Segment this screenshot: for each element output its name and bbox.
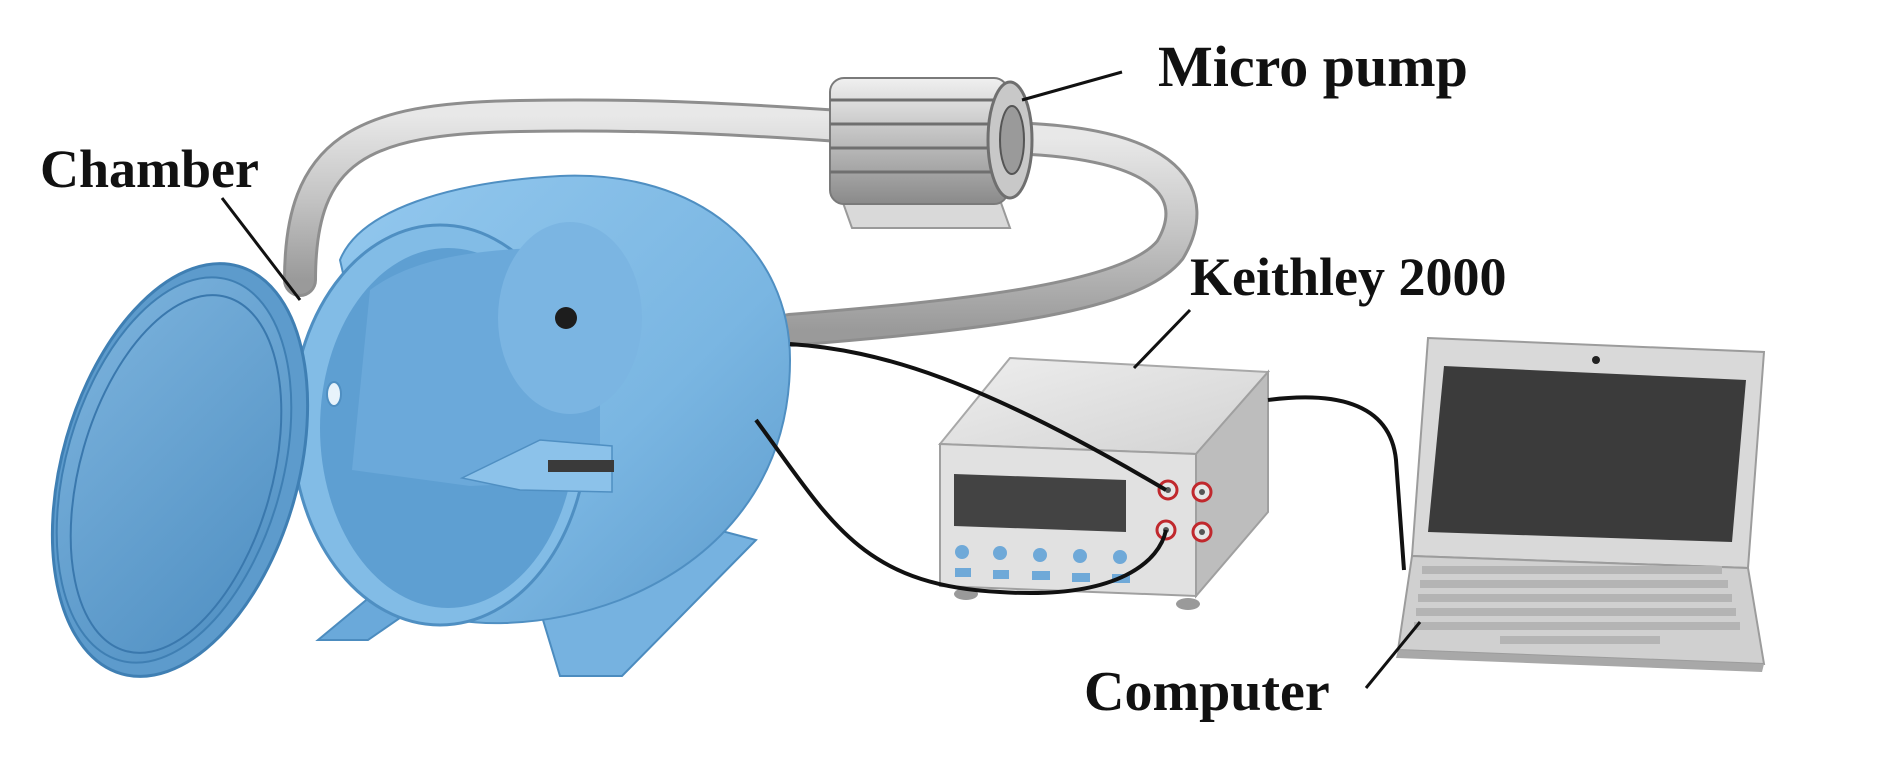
laptop-icon bbox=[1396, 336, 1766, 672]
leader-lines bbox=[220, 70, 1422, 689]
micro-pump-icon bbox=[829, 77, 1034, 229]
keithley-label: Keithley 2000 bbox=[1190, 247, 1507, 307]
micro-pump-label: Micro pump bbox=[1158, 34, 1468, 99]
tube bbox=[283, 98, 1199, 347]
lid-icon bbox=[50, 262, 310, 678]
chamber-icon bbox=[290, 174, 792, 677]
multimeter-icon bbox=[937, 356, 1271, 610]
computer-label: Computer bbox=[1084, 661, 1330, 723]
cables bbox=[754, 342, 1406, 595]
chamber-label: Chamber bbox=[40, 139, 259, 199]
